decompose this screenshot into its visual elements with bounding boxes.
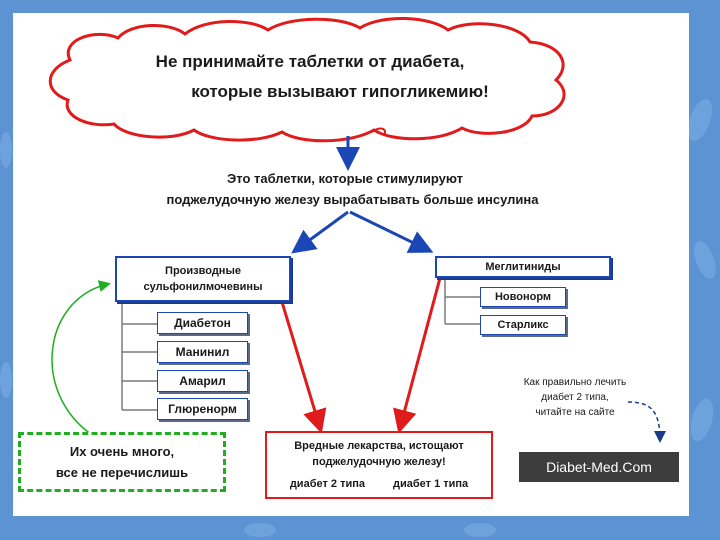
arrow-to-meglitinides: [349, 210, 434, 253]
warning-transition: диабет 2 типа диабет 1 типа: [290, 478, 468, 490]
sulfonylurea-label-1: Производные: [165, 265, 241, 277]
cloud-title-line-1: Не принимайте таблетки от диабета,: [155, 52, 465, 71]
subtitle-line-1: Это таблетки, которые стимулируют: [227, 171, 463, 186]
site-note-line-3: читайте на сайте: [535, 407, 615, 418]
drug-box-glurenorm: Глюренорм: [157, 398, 248, 420]
sulfonyl-tree: [121, 303, 158, 411]
drug-box-novonorm: Новонорм: [480, 287, 566, 307]
site-note-line-1: Как правильно лечить: [523, 377, 627, 388]
site-logo-link[interactable]: Diabet-Med.Com: [519, 452, 679, 482]
subtitle-line-2: поджелудочную железу вырабатывать больше…: [166, 192, 539, 207]
drug-box-diabeton: Диабетон: [157, 312, 248, 334]
drug-box-amaril: Амарил: [157, 370, 248, 392]
many-drugs-note: Их очень много, все не перечислишь: [18, 432, 226, 492]
warning-box: Вредные лекарства, истощают поджелудочну…: [265, 431, 493, 499]
warning-line-2: поджелудочную железу!: [312, 456, 446, 468]
arrow-green-curve: [51, 280, 111, 441]
many-drugs-line-1: Их очень много,: [69, 444, 175, 459]
sulfonylurea-box: Производные сульфонилмочевины: [115, 256, 291, 302]
many-drugs-line-2: все не перечислишь: [55, 465, 189, 480]
cloud-title-line-2: которые вызывают гипогликемию!: [191, 82, 489, 101]
meglitinides-tree: [444, 278, 480, 325]
cloud-shape: [48, 17, 566, 143]
drug-box-starlix: Старликс: [480, 315, 566, 335]
drug-box-maninil: Манинил: [157, 341, 248, 363]
meglitinides-box: Меглитиниды: [435, 256, 611, 278]
arrow-to-sulfonyl: [291, 210, 349, 254]
diabetes-type-2-label: диабет 2 типа: [289, 478, 365, 490]
arrow-sulfonyl-to-warning: [280, 301, 327, 434]
cloud-tail: [371, 127, 386, 137]
site-note-line-2: диабет 2 типа,: [541, 392, 609, 403]
sulfonylurea-label-2: сульфонилмочевины: [143, 281, 263, 293]
diabetes-type-1-label: диабет 1 типа: [393, 478, 469, 490]
arrow-note-to-logo: [627, 401, 666, 443]
arrow-meglitinides-to-warning: [393, 277, 442, 434]
warning-line-1: Вредные лекарства, истощают: [294, 440, 464, 452]
